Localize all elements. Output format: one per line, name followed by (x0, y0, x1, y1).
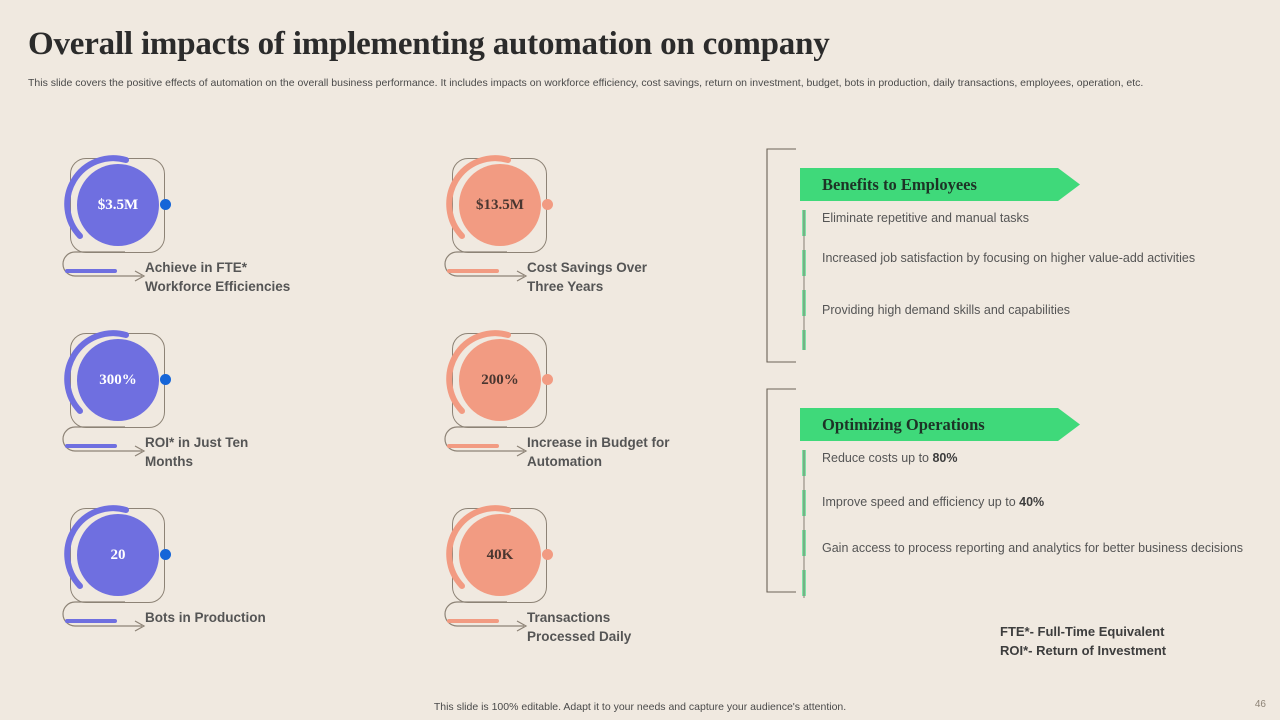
panel-list-item-text: Eliminate repetitive and manual tasks (822, 211, 1030, 225)
kpi-value-circle: 300% (77, 339, 159, 421)
panel-rail-icon (802, 450, 806, 598)
panel-banner-title: Benefits to Employees (822, 174, 977, 194)
panel-list-item-emphasis: 80% (932, 451, 958, 465)
panel-list-item: Increased job satisfaction by focusing o… (800, 250, 1250, 267)
kpi-visual: 200% (412, 325, 562, 465)
panel-list-item: Gain access to process reporting and ana… (800, 540, 1250, 557)
kpi-marker-dot-icon (542, 199, 553, 210)
kpi-marker-dot-icon (160, 549, 171, 560)
kpi-value-circle: 40K (459, 514, 541, 596)
kpi-arrow-connector-icon (62, 426, 146, 457)
page-title: Overall impacts of implementing automati… (28, 26, 830, 62)
panel-bracket-icon (766, 148, 796, 363)
kpi-label: Achieve in FTE*Workforce Efficiencies (145, 260, 291, 294)
kpi-arrow-connector-icon (444, 426, 528, 457)
kpi-visual: 20 (30, 500, 180, 640)
kpi-marker-dot-icon (542, 549, 553, 560)
kpi-visual: 300% (30, 325, 180, 465)
kpi-marker-dot-icon (160, 199, 171, 210)
panel-list-item: Providing high demand skills and capabil… (800, 302, 1250, 319)
kpi-accent-bar (65, 444, 117, 448)
footer-note: This slide is 100% editable. Adapt it to… (433, 701, 847, 713)
panel-list-item: Reduce costs up to 80% (800, 450, 1250, 467)
page-number: 46 (1254, 699, 1266, 710)
panel-list-item: Eliminate repetitive and manual tasks (800, 210, 1250, 227)
progress-arc-icon (446, 505, 511, 589)
panel-rail-icon (802, 210, 806, 350)
kpi-marker-dot-icon (542, 374, 553, 385)
kpi-card: $3.5M Achieve in FTE*Workforce Efficienci… (30, 150, 390, 320)
panel-list-item-text: Gain access to process reporting and ana… (822, 541, 1244, 555)
kpi-accent-bar (65, 619, 117, 623)
progress-arc-icon (446, 155, 511, 239)
legend-footnote: FTE*- Full-Time Equivalent ROI*- Return … (1000, 622, 1260, 660)
kpi-accent-bar (447, 619, 499, 623)
kpi-label: Bots in Production (145, 610, 266, 625)
kpi-accent-bar (447, 269, 499, 273)
kpi-value-circle: 20 (77, 514, 159, 596)
footnote-fte: FTE*- Full-Time Equivalent (1000, 624, 1165, 639)
kpi-arrow-connector-icon (62, 251, 146, 282)
progress-arc-icon (64, 155, 129, 239)
kpi-value-circle: $3.5M (77, 164, 159, 246)
panel-list-item-text: Increased job satisfaction by focusing o… (822, 251, 1196, 265)
kpi-accent-bar (65, 269, 117, 273)
panel-bracket-icon (766, 388, 796, 593)
panel-list-item-emphasis: 40% (1019, 495, 1045, 509)
kpi-accent-bar (447, 444, 499, 448)
progress-arc-icon (446, 330, 511, 414)
panel-banner: Benefits to Employees (800, 168, 1080, 201)
kpi-visual: 40K (412, 500, 562, 640)
progress-arc-icon (64, 330, 129, 414)
kpi-arrow-connector-icon (62, 601, 146, 632)
kpi-arrow-connector-icon (444, 251, 528, 282)
kpi-marker-dot-icon (160, 374, 171, 385)
page-subtitle: This slide covers the positive effects o… (28, 77, 1144, 89)
kpi-value-circle: $13.5M (459, 164, 541, 246)
panel-list-item-text: Improve speed and efficiency up to (822, 495, 1020, 509)
panel-banner: Optimizing Operations (800, 408, 1080, 441)
progress-arc-icon (64, 505, 129, 589)
panel-banner-title: Optimizing Operations (822, 414, 985, 434)
kpi-value-circle: 200% (459, 339, 541, 421)
panel-list-item: Improve speed and efficiency up to 40% (800, 494, 1250, 511)
footnote-roi: ROI*- Return of Investment (1000, 643, 1167, 658)
kpi-visual: $3.5M (30, 150, 180, 290)
panel-list-item-text: Providing high demand skills and capabil… (822, 303, 1071, 317)
kpi-arrow-connector-icon (444, 601, 528, 632)
panel-list-item-text: Reduce costs up to (822, 451, 933, 465)
kpi-visual: $13.5M (412, 150, 562, 290)
